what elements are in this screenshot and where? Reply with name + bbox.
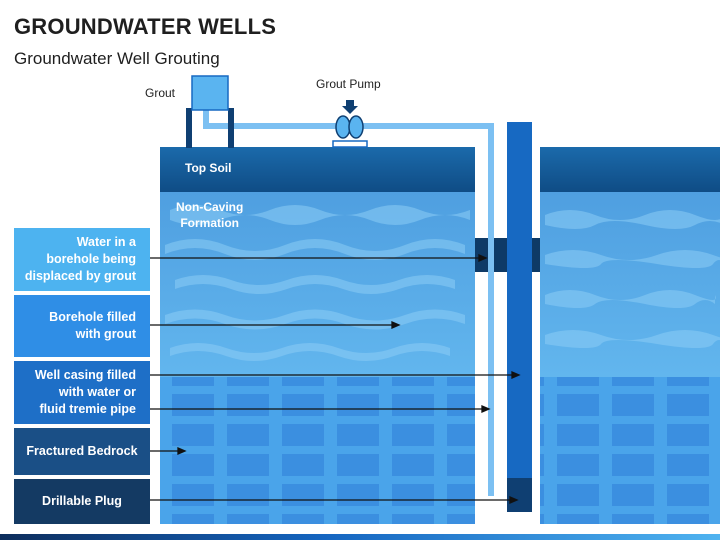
drillable-plug [507, 478, 532, 512]
label-drillable-plug: Drillable Plug [14, 479, 150, 524]
page-title: GROUNDWATER WELLS [14, 14, 277, 39]
bedrock-layer-right [540, 377, 720, 524]
formation-pattern-right [545, 210, 720, 348]
page-subtitle: Groundwater Well Grouting [14, 49, 220, 68]
grout-hopper [186, 75, 234, 148]
label-water-displaced: Water in a borehole being displaced by g… [14, 228, 150, 291]
non-caving-label: Non-Caving Formation [176, 200, 244, 230]
label-fractured-bedrock: Fractured Bedrock [14, 428, 150, 475]
grout-label: Grout [145, 86, 176, 100]
label-well-casing: Well casing filled with water or fluid t… [14, 361, 150, 424]
bedrock-layer-left [160, 377, 475, 524]
pump-arrow-icon [342, 100, 358, 114]
right-ground-block [540, 147, 720, 524]
grout-line [203, 108, 494, 129]
grout-pump [332, 100, 368, 148]
footer-bar [0, 534, 720, 540]
tremie-pipe [203, 108, 494, 496]
grout-pump-label: Grout Pump [316, 77, 381, 91]
well-casing [507, 122, 532, 512]
top-soil-layer-right [540, 147, 720, 192]
top-soil-label: Top Soil [185, 161, 232, 175]
label-borehole-grout: Borehole filled with grout [14, 295, 150, 357]
top-soil-layer-left [160, 147, 475, 192]
pointer-arrows [150, 254, 521, 504]
